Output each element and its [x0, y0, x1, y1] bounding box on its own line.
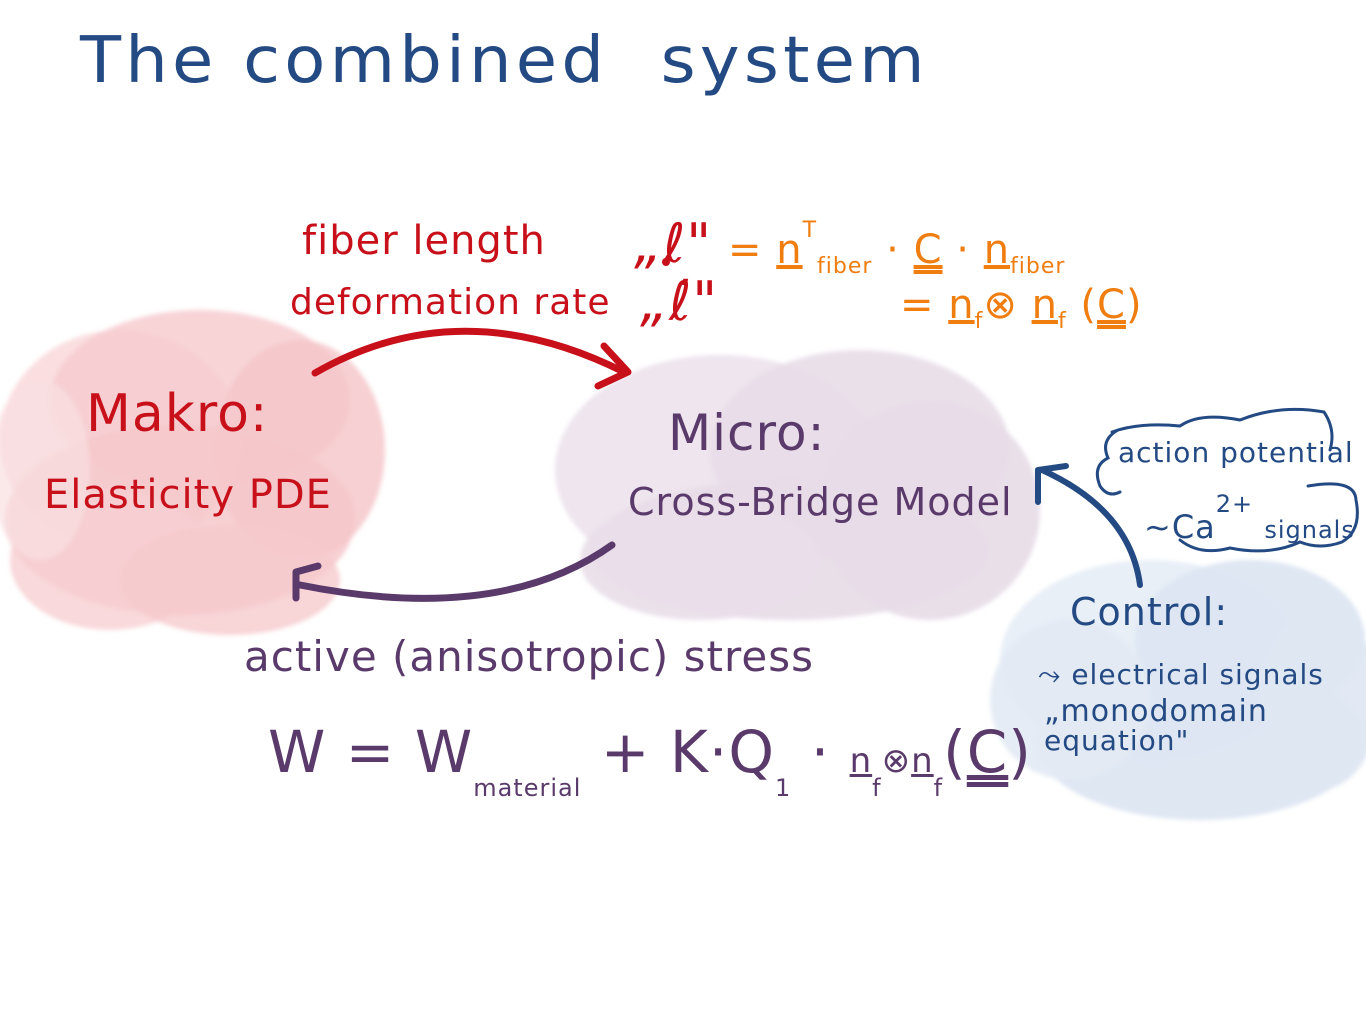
n-vector: n: [983, 227, 1011, 273]
control-item-equation: equation": [1044, 724, 1190, 757]
fiber-sub: fiber: [817, 254, 873, 279]
control-title: Control:: [1070, 590, 1229, 634]
control-arrow: [1035, 463, 1143, 588]
signals-word: signals: [1264, 516, 1355, 544]
control-item-monodomain: „monodomain: [1044, 694, 1268, 729]
energy-formula: W = Wmaterial + K·Q1 · nf⊗nf(C): [268, 718, 1032, 802]
micro-cloud: [555, 350, 1040, 620]
action-potential-label: action potential: [1118, 436, 1354, 469]
right-paren: ): [1125, 282, 1143, 328]
dot-operator: ·: [886, 227, 900, 273]
signal-bubble-outline: [1095, 407, 1359, 553]
electrical-signals-text: electrical signals: [1071, 658, 1324, 691]
q-symbol: Q: [728, 718, 775, 786]
fiber-sub: fiber: [1010, 254, 1066, 279]
fiber-equation-line-1: = nTfiber · C · nfiber: [728, 218, 1065, 279]
f-sub: f: [1057, 309, 1067, 334]
dot-operator: ·: [810, 718, 831, 786]
tilde: ~: [1144, 508, 1172, 546]
left-paren: (: [1080, 282, 1098, 328]
deformation-rate-label: deformation rate: [290, 282, 611, 323]
micro-subtitle: Cross-Bridge Model: [628, 480, 1013, 524]
title-part-2: system: [660, 24, 929, 98]
otimes: ⊗: [881, 741, 912, 781]
squiggle-arrow-icon: ⤳: [1038, 658, 1062, 691]
w-symbol: W: [268, 718, 327, 786]
c-tensor: C: [1097, 282, 1126, 328]
calcium-signals-label: ~Ca2+ signals: [1144, 490, 1355, 546]
plus-sign: +: [600, 718, 651, 786]
kappa-symbol: K: [669, 718, 709, 786]
backward-arrow: [292, 541, 616, 602]
n-vector: n: [948, 282, 975, 328]
makro-subtitle: Elasticity PDE: [44, 472, 332, 518]
c-tensor: C: [966, 718, 1009, 786]
n-vector: n: [1031, 282, 1058, 328]
transpose-sup: T: [802, 218, 818, 243]
f-sub: f: [872, 774, 882, 802]
makro-title: Makro:: [86, 384, 269, 444]
fiber-length-symbol: „ℓ": [634, 212, 713, 275]
fiber-rate-symbol: „ℓ̇": [640, 270, 719, 333]
f-sub: f: [933, 774, 944, 802]
right-paren: ): [1008, 718, 1032, 786]
otimes: ⊗: [983, 282, 1018, 328]
fiber-length-label: fiber length: [302, 218, 546, 264]
calcium-symbol: Ca: [1171, 508, 1216, 546]
w-material-symbol: W: [414, 718, 474, 786]
eq-sign: =: [728, 227, 763, 273]
material-sub: material: [473, 774, 582, 802]
makro-cloud: [0, 310, 385, 635]
fiber-equation-line-2: = nf⊗ nf (C): [900, 282, 1143, 334]
q-sub: 1: [775, 774, 792, 802]
active-stress-label: active (anisotropic) stress: [244, 632, 814, 681]
dot-operator: ·: [708, 718, 729, 786]
c-tensor: C: [913, 227, 943, 273]
time-derivative-dot: [662, 258, 670, 266]
charge-sup: 2+: [1215, 490, 1254, 518]
n-vector: n: [911, 741, 934, 781]
control-item-electrical: ⤳ electrical signals: [1038, 658, 1324, 692]
eq-sign: =: [900, 282, 935, 328]
dot-operator: ·: [956, 227, 970, 273]
forward-arrow: [311, 327, 632, 390]
f-sub: f: [974, 309, 984, 334]
eq-sign: =: [345, 718, 396, 786]
left-paren: (: [943, 718, 967, 786]
title-part-1: The combined: [80, 24, 609, 98]
micro-title: Micro:: [668, 404, 826, 462]
n-vector: n: [776, 227, 803, 273]
n-vector: n: [849, 741, 873, 781]
page-title: The combined system: [80, 24, 929, 98]
control-cloud: [990, 560, 1366, 820]
